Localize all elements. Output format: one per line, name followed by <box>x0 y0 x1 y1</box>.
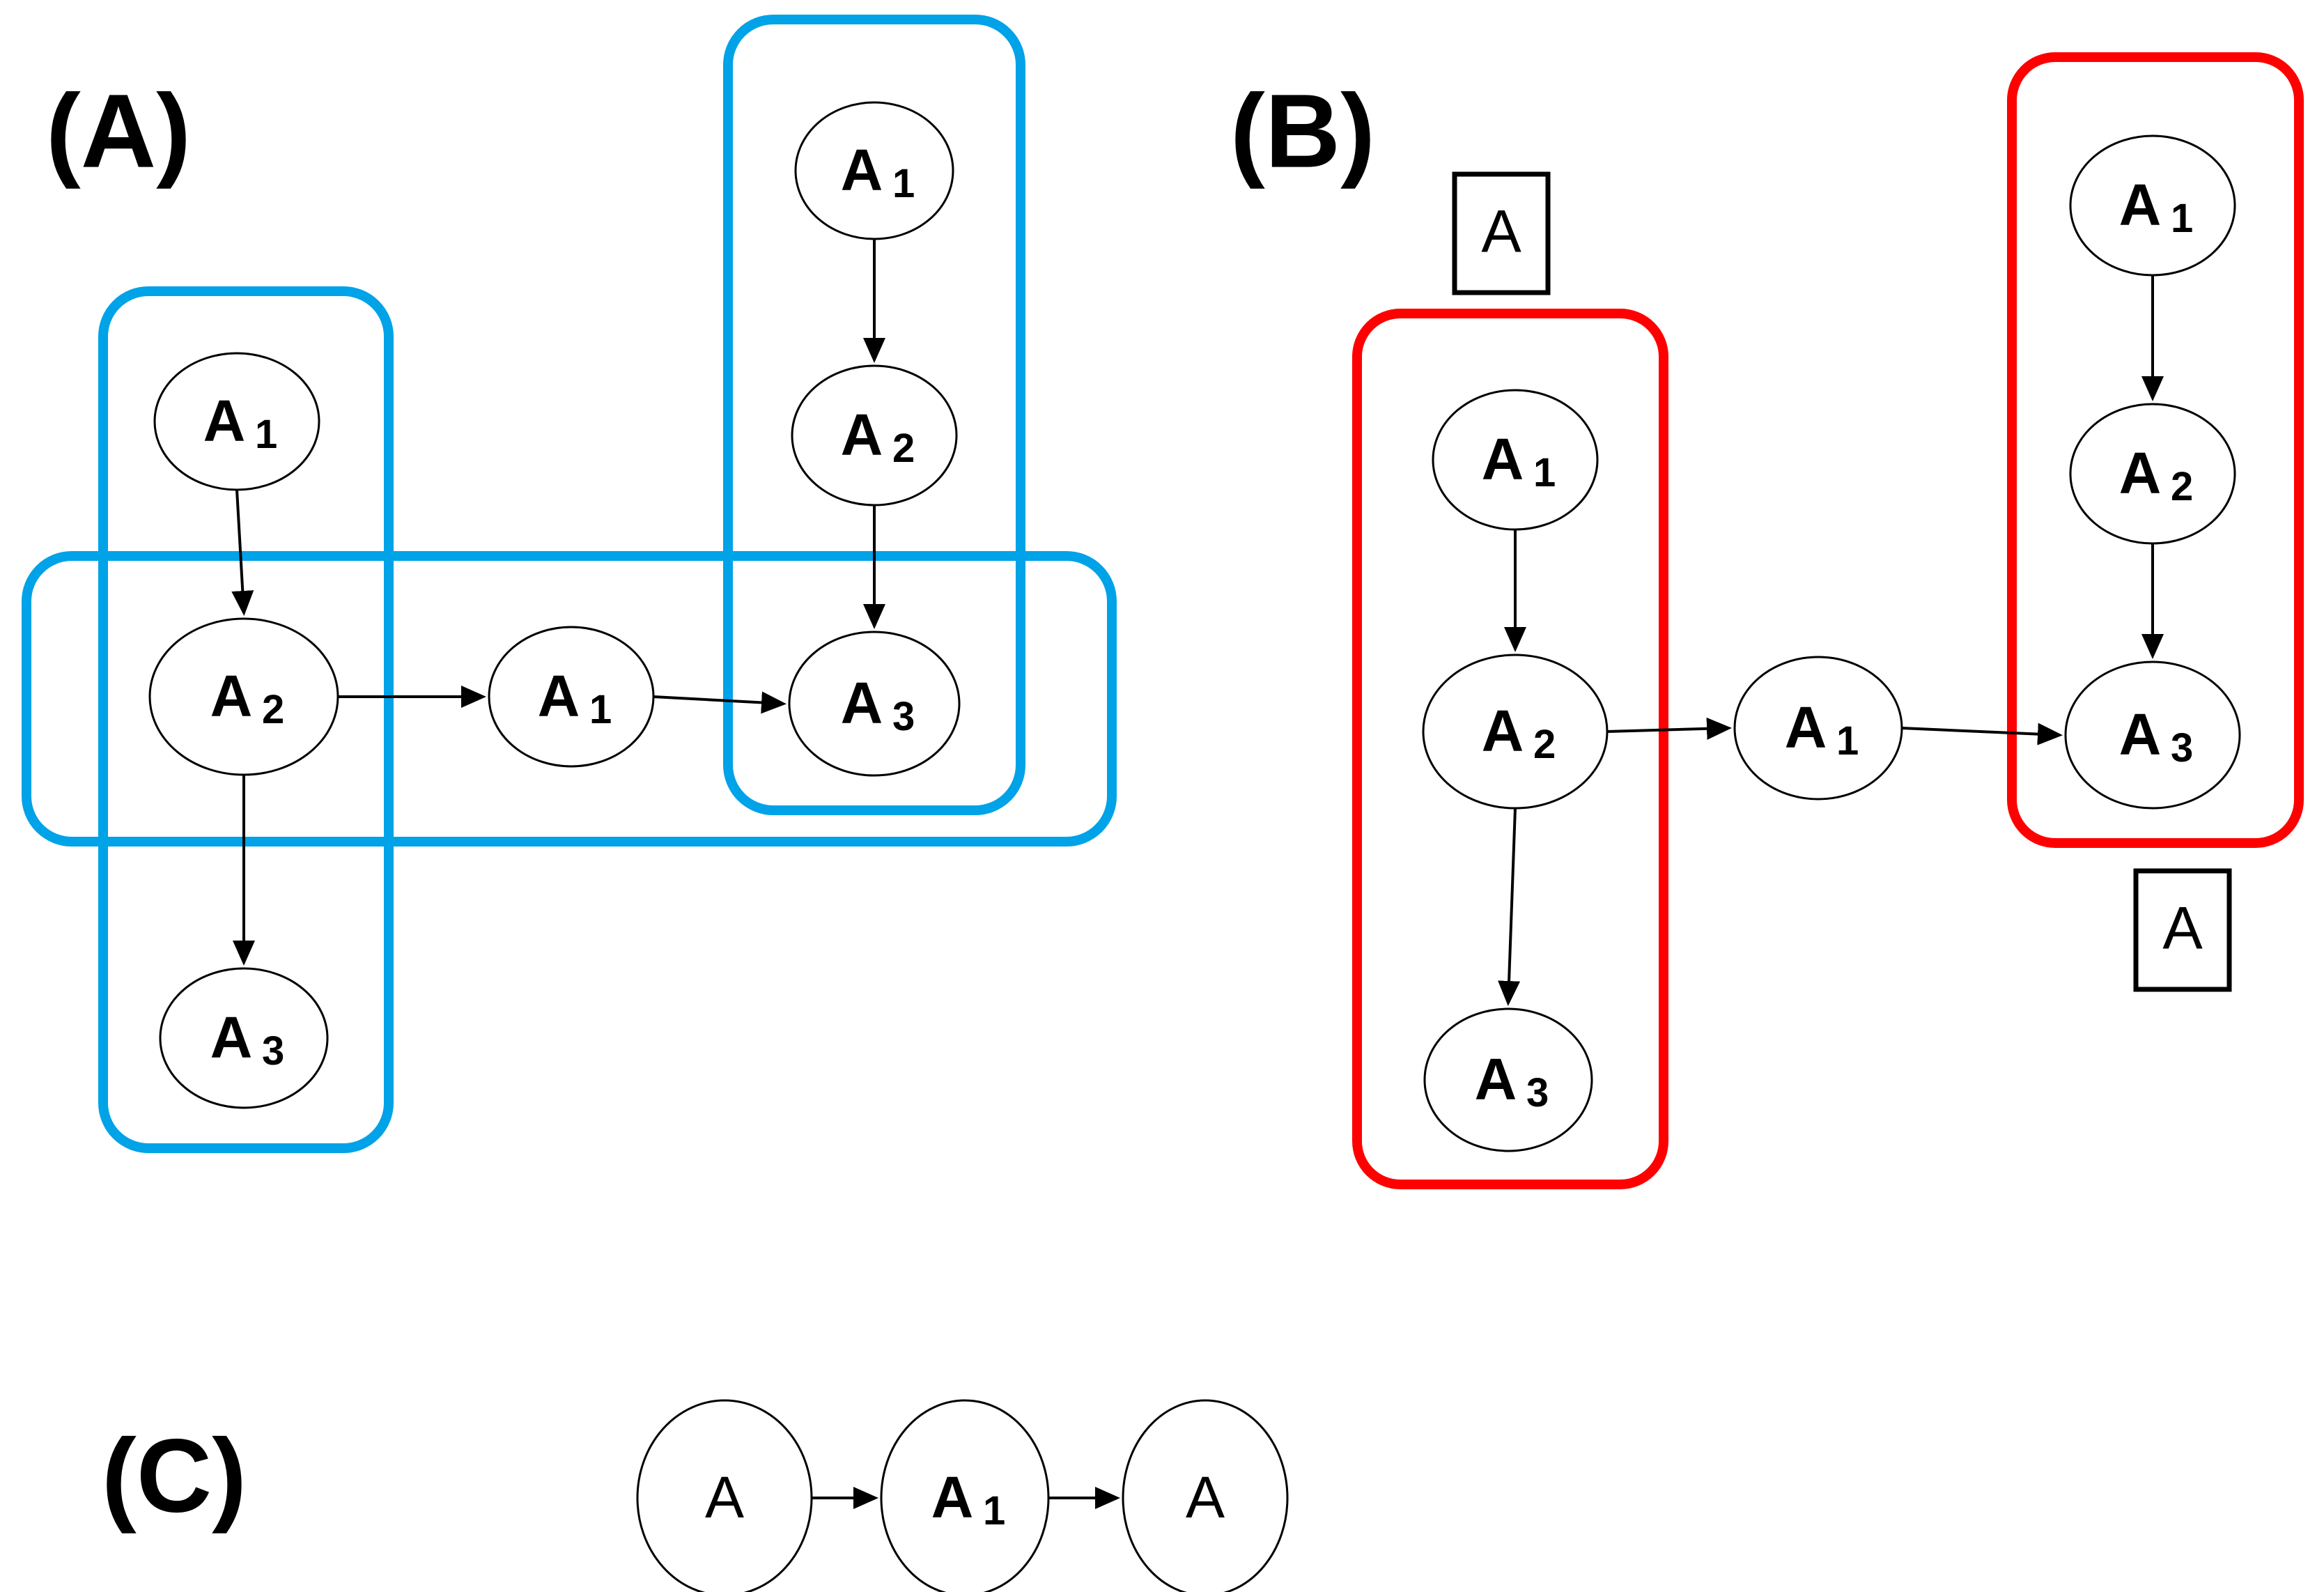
node-label: A <box>931 1465 974 1530</box>
node-ellipse <box>153 352 320 491</box>
panel-b-groups <box>1352 52 2304 1189</box>
node-label-subscript: 3 <box>262 1028 284 1074</box>
node-label: A <box>2119 440 2162 506</box>
node-label: A <box>1186 1465 1225 1530</box>
node-label: A <box>1482 426 1524 492</box>
node-label-subscript: 2 <box>1533 722 1556 767</box>
node-label: A <box>841 137 883 203</box>
node-ellipse <box>1422 654 1609 810</box>
node-c-a-right: A <box>1122 1399 1289 1592</box>
panel-b-edges <box>1498 275 2164 1006</box>
edge-a1-center-to-a3-right <box>653 691 787 714</box>
node-ellipse <box>488 626 655 768</box>
node-label: A <box>538 663 580 729</box>
node-label-subscript: 1 <box>2171 196 2193 241</box>
panel-b-label: (B) <box>1230 72 1375 190</box>
node-ellipse <box>159 967 329 1109</box>
panel-a-edges <box>231 239 885 966</box>
node-label: A <box>210 663 253 729</box>
node-label: A <box>203 388 246 454</box>
node-ellipse <box>1733 656 1903 801</box>
node-label-subscript: 1 <box>1836 718 1859 764</box>
node-label: A <box>841 402 883 467</box>
node-label: A <box>2119 172 2162 238</box>
node-ellipse <box>2069 134 2236 277</box>
node-label-subscript: 3 <box>2171 725 2193 771</box>
tag-label: A <box>2162 895 2203 962</box>
edge-a1-top-left-to-a2-mid-left <box>231 489 254 616</box>
node-label: A <box>705 1465 744 1530</box>
node-label-subscript: 2 <box>892 426 915 471</box>
tag-tag-bottom: A <box>2133 868 2232 992</box>
node-ellipse <box>2069 403 2236 545</box>
node-label-subscript: 1 <box>255 412 277 457</box>
node-label: A <box>841 670 883 736</box>
group-box-red-right <box>2007 52 2304 848</box>
node-label: A <box>210 1005 253 1070</box>
panel-b-tags: AA <box>1452 171 2232 992</box>
node-ellipse <box>1432 389 1599 531</box>
node-ellipse <box>880 1399 1050 1592</box>
group-box-horizontal-middle <box>22 551 1117 847</box>
edge-b-a2-left-to-b-a1-center <box>1606 717 1732 740</box>
tag-box <box>1452 171 1551 295</box>
node-ellipse <box>1122 1399 1289 1592</box>
node-ellipse <box>794 101 954 240</box>
node-label-subscript: 1 <box>1533 450 1556 495</box>
edge-b-a1-center-to-b-a3-right <box>1901 722 2063 745</box>
edge-b-a2-left-to-b-a3-left <box>1498 807 1521 1006</box>
node-c-a-left: A <box>636 1399 813 1592</box>
tag-box <box>2133 868 2232 992</box>
node-label: A <box>1475 1046 1517 1112</box>
node-label-subscript: 2 <box>262 687 284 732</box>
node-label-subscript: 3 <box>1526 1070 1549 1115</box>
node-label-subscript: 1 <box>983 1488 1005 1533</box>
node-label-subscript: 1 <box>589 687 612 732</box>
node-ellipse <box>148 617 339 776</box>
node-label: A <box>2119 702 2162 767</box>
panel-a-groups <box>22 15 1117 1153</box>
node-label-subscript: 1 <box>892 161 915 206</box>
group-box-vertical-right <box>723 15 1025 815</box>
panel-c-label: (C) <box>102 1417 247 1534</box>
node-label-subscript: 2 <box>2171 464 2193 509</box>
node-ellipse <box>1423 1007 1593 1152</box>
node-label-subscript: 3 <box>892 694 915 739</box>
tag-label: A <box>1481 199 1521 265</box>
node-ellipse <box>636 1399 813 1592</box>
tag-tag-top: A <box>1452 171 1551 295</box>
node-label: A <box>1482 698 1524 764</box>
node-ellipse <box>791 364 958 507</box>
group-box-red-left <box>1352 309 1668 1189</box>
node-ellipse <box>2064 660 2241 810</box>
node-label: A <box>1785 695 1827 760</box>
group-box-vertical-left <box>98 286 394 1153</box>
panel-a-label: (A) <box>46 72 191 190</box>
node-ellipse <box>788 631 961 777</box>
